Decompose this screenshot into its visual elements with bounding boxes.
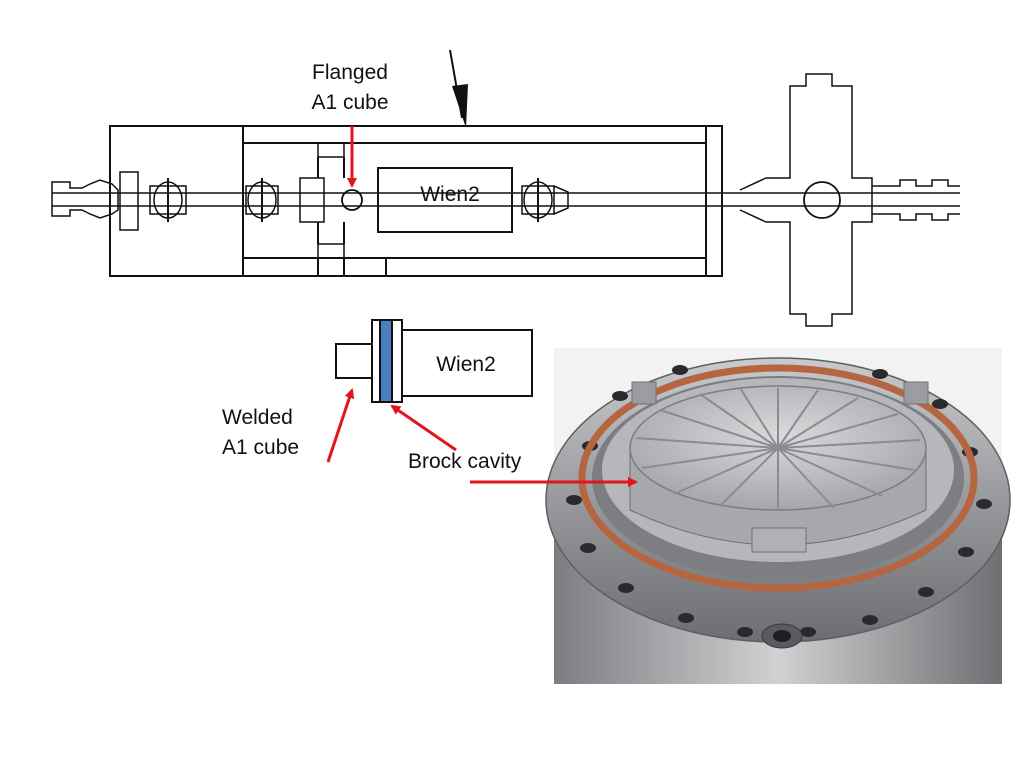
simplified-schematic (335, 319, 533, 403)
welded-cube-box (335, 343, 375, 379)
welded-cube-arrow (326, 388, 355, 463)
radial-slots (635, 387, 921, 510)
flange-bolt-holes (566, 365, 992, 637)
wien2-box-mid (401, 329, 533, 397)
flanged-cube-label-line2: A1 cube (311, 91, 389, 114)
flanged-cube-port (341, 189, 363, 211)
wien2-top-label: Wien2 (420, 183, 480, 206)
welded-cube-label: Welded A1 cube (222, 403, 299, 463)
brock-cavity-label: Brock cavity (408, 450, 522, 473)
flanged-cube-label: Flanged A1 cube (298, 58, 402, 118)
brock-cavity-arrow-to-schematic (390, 404, 457, 452)
cavity-photo (545, 348, 1011, 684)
welded-cube-label-line1: Welded (222, 406, 293, 429)
wien2-box-top (377, 167, 513, 233)
beamline-schematic (51, 49, 960, 327)
wien2-mid-label: Wien2 (436, 353, 496, 376)
brock-cavity-band (379, 319, 393, 403)
welded-cube-label-line2: A1 cube (222, 436, 300, 459)
wien-filter-vessel-outline (109, 125, 723, 277)
copper-gasket (578, 364, 978, 592)
flanged-cube-label-line1: Flanged (312, 61, 388, 84)
